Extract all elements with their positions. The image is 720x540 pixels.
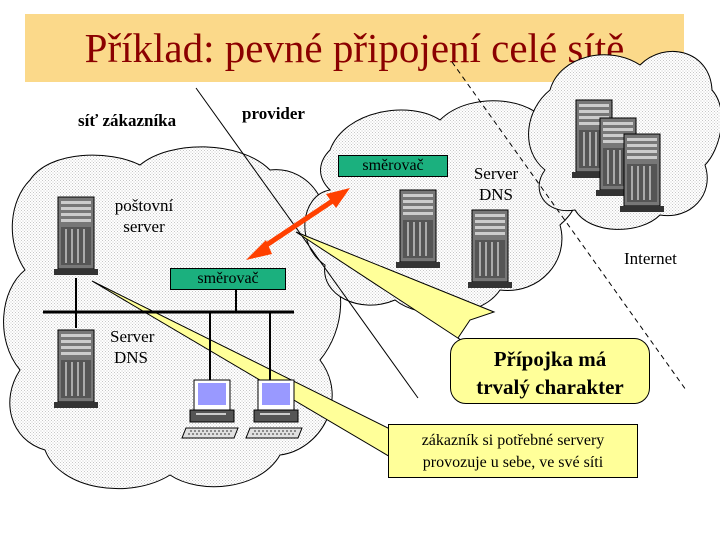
servers-callout-line2: provozuje u sebe, ve své síti xyxy=(422,454,604,471)
server-tower-icon xyxy=(619,133,665,213)
provider-label: provider xyxy=(242,104,305,123)
customer-network-label: síť zákazníka xyxy=(78,111,177,130)
title-bar: Příklad: pevné připojení celé sítě xyxy=(25,14,684,82)
dns-server-customer-label: Server DNS xyxy=(110,326,154,369)
customer-router: směrovač xyxy=(170,268,286,290)
dns-server-customer-line1: Server xyxy=(110,327,155,346)
double-arrow-icon xyxy=(246,188,350,260)
mail-server-label-line2: server xyxy=(123,217,165,237)
servers-callout-line1: zákazník si potřebné servery xyxy=(421,432,605,449)
connection-callout-line1: Přípojka má xyxy=(493,347,607,371)
server-tower-icon xyxy=(53,329,99,409)
server-tower-icon xyxy=(395,189,441,269)
connection-callout: Přípojka má trvalý charakter xyxy=(450,338,650,404)
server-tower-icon xyxy=(467,209,513,289)
provider-router: směrovač xyxy=(338,155,448,177)
callout-pointer-connection xyxy=(295,231,496,347)
dns-server-provider-line1: Server xyxy=(473,164,519,183)
internet-label: Internet xyxy=(624,249,677,268)
mail-server-label: poštovní server xyxy=(108,195,180,238)
dns-server-provider-label: Server DNS xyxy=(466,163,526,206)
slide-title: Příklad: pevné připojení celé sítě xyxy=(84,25,625,71)
connection-callout-line2: trvalý charakter xyxy=(476,375,624,399)
provider-cloud xyxy=(304,100,583,315)
server-tower-icon xyxy=(53,196,99,276)
dns-server-customer-line2: DNS xyxy=(114,348,149,368)
provider-internet-boundary xyxy=(451,61,687,391)
customer-provider-boundary xyxy=(195,87,419,399)
mail-server-label-line1: poštovní xyxy=(114,196,174,215)
dns-server-provider-line2: DNS xyxy=(478,185,513,205)
servers-callout: zákazník si potřebné servery provozuje u… xyxy=(388,424,638,478)
